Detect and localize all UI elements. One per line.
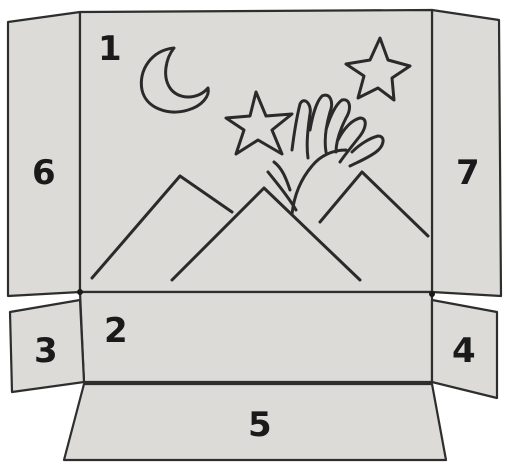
floor-panel (80, 292, 432, 382)
fold-dot (429, 291, 435, 297)
fold-dot (77, 289, 83, 295)
panel-label-2: 2 (104, 311, 128, 351)
panel-label-3: 3 (34, 331, 58, 371)
panel-label-5: 5 (248, 405, 272, 445)
panel-label-6: 6 (32, 153, 56, 193)
panel-label-1: 1 (98, 29, 122, 69)
panel-label-7: 7 (456, 153, 480, 193)
panel-label-4: 4 (452, 331, 476, 371)
